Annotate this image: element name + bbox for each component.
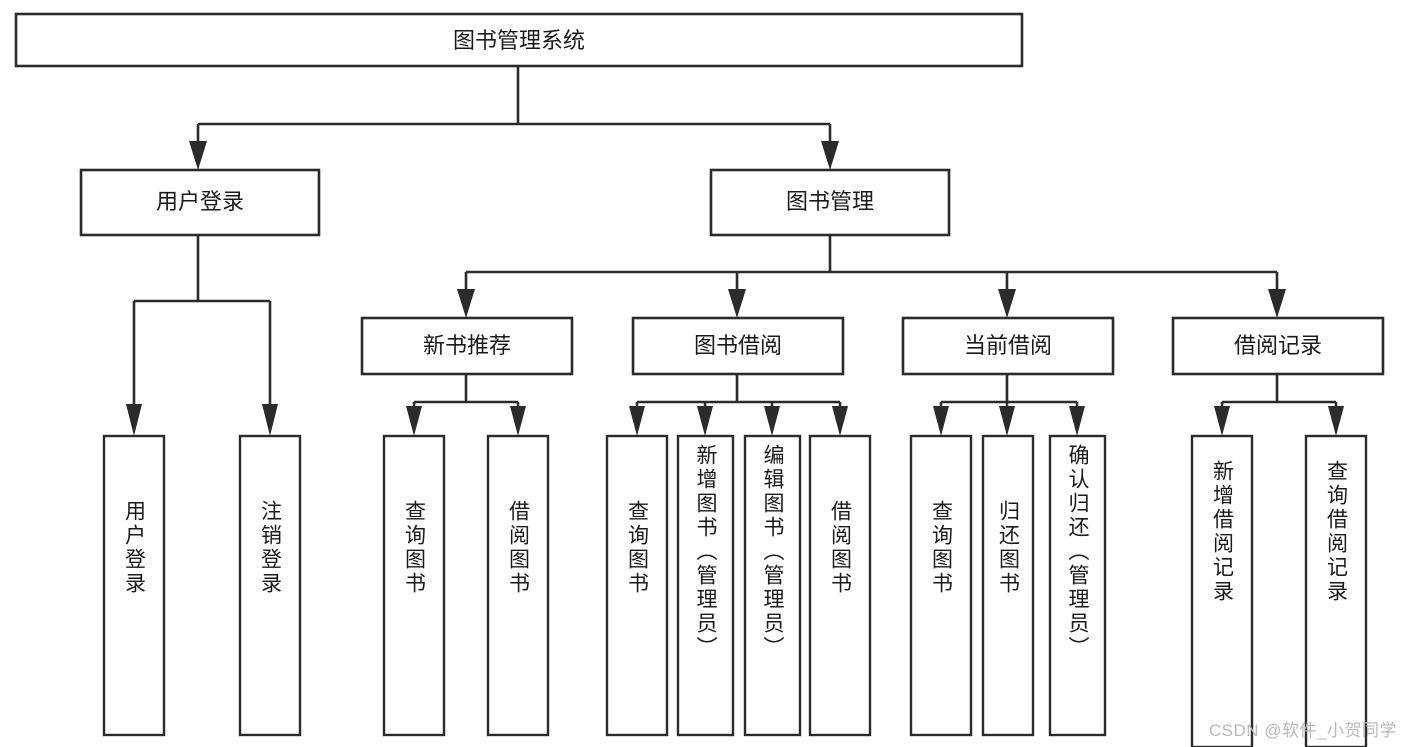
nodes-layer: 图书管理系统 用户登录 图书管理 新书推荐 图书借阅 当前借阅 借阅记录 <box>14 12 1385 747</box>
arrowhead-login-child-2 <box>262 404 278 436</box>
arrowhead-bookmgmt-c1 <box>457 289 475 318</box>
node-leaf-cb-query-box[interactable] <box>909 434 973 737</box>
arrowhead-borrow-c3 <box>764 406 780 436</box>
node-leaf-logout-box[interactable] <box>238 434 302 737</box>
arrowhead-current-c2 <box>999 406 1015 436</box>
arrowhead-borrow-c4 <box>832 406 848 436</box>
node-leaf-br-query-box[interactable] <box>1304 434 1368 747</box>
node-leaf-nb-borrow-box[interactable] <box>486 434 550 737</box>
node-new-book-recommend-label: 新书推荐 <box>423 333 511 358</box>
node-root-label: 图书管理系统 <box>453 28 585 53</box>
arrowhead-borrow-c1 <box>629 406 645 436</box>
node-book-borrow-box[interactable] <box>631 316 845 376</box>
node-borrow-record-box[interactable] <box>1171 316 1385 376</box>
node-leaf-bb-query-box[interactable] <box>605 434 669 737</box>
arrowhead-current-c1 <box>933 406 949 436</box>
arrowhead-login-child-1 <box>126 404 142 436</box>
arrowhead-bookmgmt-c4 <box>1268 289 1286 318</box>
node-leaf-cb-return-box[interactable] <box>981 434 1035 737</box>
node-book-borrow-label: 图书借阅 <box>694 333 782 358</box>
node-leaf-cb-confirm-box[interactable] <box>1048 434 1107 737</box>
arrowhead-root-to-login <box>189 141 207 170</box>
node-leaf-user-login-box[interactable] <box>102 434 166 737</box>
arrowhead-newbook-c1 <box>406 406 422 436</box>
node-book-management-box[interactable] <box>709 168 951 237</box>
node-book-management-label: 图书管理 <box>786 189 874 214</box>
node-current-borrow-box[interactable] <box>901 316 1115 376</box>
node-leaf-bb-edit-box[interactable] <box>743 434 802 737</box>
arrowhead-root-to-bookmgmt <box>821 141 839 170</box>
edges-layer <box>126 66 1344 436</box>
node-leaf-br-add-box[interactable] <box>1190 434 1254 747</box>
node-leaf-bb-add-box[interactable] <box>676 434 735 737</box>
node-borrow-record-label: 借阅记录 <box>1234 333 1322 358</box>
arrowhead-record-c2 <box>1328 406 1344 436</box>
node-current-borrow-label: 当前借阅 <box>964 333 1052 358</box>
node-root-box[interactable] <box>14 12 1024 68</box>
arrowhead-newbook-c2 <box>510 406 526 436</box>
arrowhead-current-c3 <box>1069 406 1085 436</box>
node-user-login-box[interactable] <box>79 168 321 237</box>
node-leaf-bb-borrow-box[interactable] <box>808 434 872 737</box>
node-leaf-nb-query-box[interactable] <box>382 434 446 737</box>
arrowhead-borrow-c2 <box>697 406 713 436</box>
arrowhead-bookmgmt-c2 <box>728 289 746 318</box>
arrowhead-record-c1 <box>1214 406 1230 436</box>
arrowhead-bookmgmt-c3 <box>998 289 1016 318</box>
node-new-book-recommend-box[interactable] <box>360 316 574 376</box>
node-user-login-label: 用户登录 <box>156 189 244 214</box>
